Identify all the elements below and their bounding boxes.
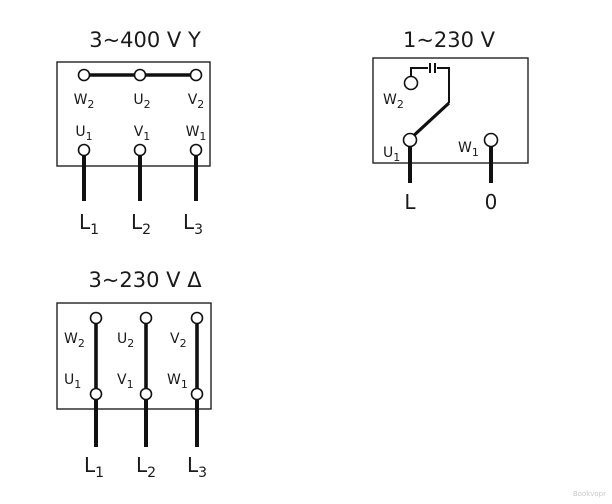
switch-link	[408, 101, 451, 141]
delta-label-w2: W2	[64, 331, 85, 350]
star-terminal-u2	[133, 68, 147, 82]
star-terminal-v2	[189, 68, 203, 82]
delta-title: 3~230 V Δ	[88, 268, 202, 292]
single-label-w2: W2	[383, 92, 404, 111]
star-label-u1: U1	[75, 124, 92, 143]
delta-terminal-u2	[139, 311, 153, 325]
single-terminal-w2	[403, 75, 419, 91]
delta-line-l2: L2	[136, 453, 156, 481]
single-title: 1~230 V	[403, 28, 496, 52]
star-terminal-u1	[77, 143, 91, 157]
star-line-l3: L3	[183, 210, 203, 238]
single-line-0: 0	[485, 190, 498, 214]
delta-label-u2: U2	[117, 331, 134, 350]
star-connection-diagram: 3~400 V Y W2 U2 V2 U1 V1 W1 L1 L2 L3	[56, 28, 211, 238]
watermark: Bookvopr	[573, 490, 606, 498]
delta-line-l3: L3	[187, 453, 207, 481]
star-line-l2: L2	[131, 210, 151, 238]
delta-terminal-v2	[190, 311, 204, 325]
delta-terminal-w2	[89, 311, 103, 325]
delta-line-l1: L1	[84, 453, 104, 481]
capacitor-wire-left	[410, 67, 428, 79]
capacitor-wire-right	[437, 67, 450, 103]
delta-terminal-w1	[190, 387, 204, 401]
star-label-u2: U2	[133, 92, 150, 111]
star-label-w1: W1	[186, 124, 207, 143]
single-terminal-u1	[402, 132, 418, 148]
delta-connection-diagram: 3~230 V Δ W2 U2 V2 U1 V1 W1 L1 L2 L3	[56, 268, 212, 481]
star-label-w2: W2	[74, 92, 95, 111]
single-terminal-w1	[483, 132, 499, 148]
single-label-u1: U1	[383, 145, 400, 164]
delta-label-v2: V2	[170, 331, 187, 350]
delta-label-u1: U1	[64, 372, 81, 391]
delta-label-v1: V1	[117, 372, 134, 391]
single-phase-diagram: 1~230 V W2 U1 W1 L 0	[372, 28, 529, 214]
star-line-l1: L1	[79, 210, 99, 238]
star-terminal-w1	[189, 143, 203, 157]
star-label-v2: V2	[188, 92, 205, 111]
single-label-w1: W1	[458, 140, 479, 159]
delta-terminal-box	[56, 302, 212, 410]
star-title: 3~400 V Y	[89, 28, 201, 52]
delta-terminal-v1	[139, 387, 153, 401]
star-terminal-w2	[77, 68, 91, 82]
delta-label-w1: W1	[167, 372, 188, 391]
star-terminal-v1	[133, 143, 147, 157]
single-line-l: L	[404, 190, 416, 214]
star-label-v1: V1	[134, 124, 151, 143]
single-terminal-box	[372, 57, 529, 164]
delta-terminal-u1	[89, 387, 103, 401]
